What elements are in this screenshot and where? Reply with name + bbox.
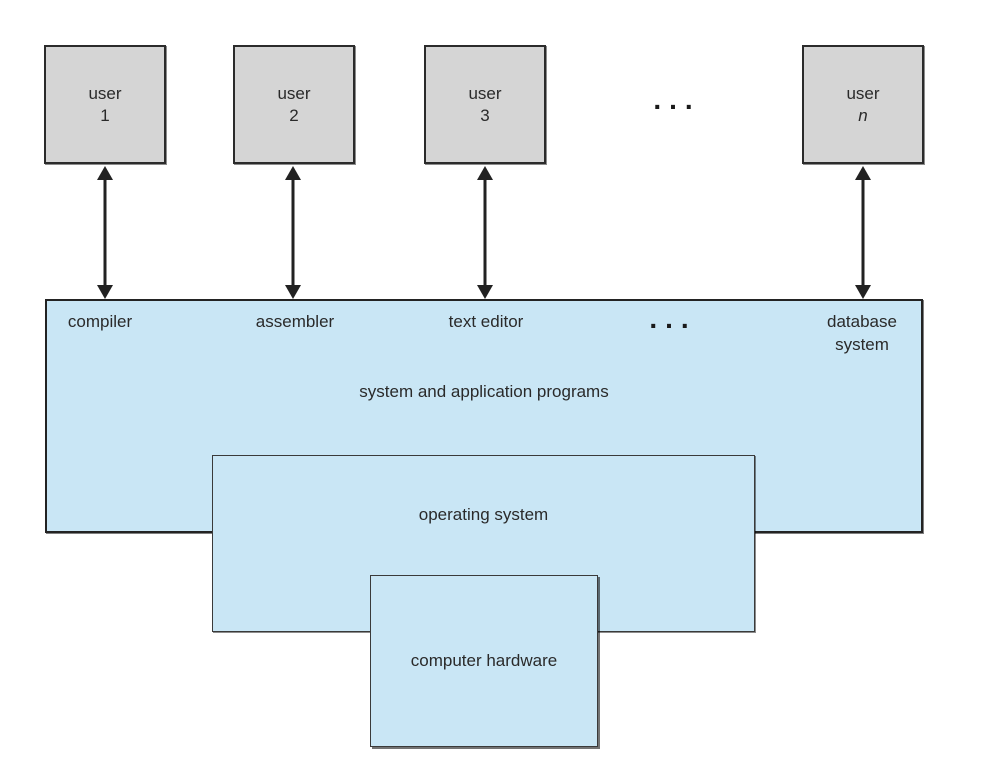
arrow-down-icon	[855, 285, 871, 299]
user-2-number: 2	[289, 105, 299, 125]
computer-hardware-caption: computer hardware	[410, 651, 558, 670]
arrow-up-icon	[477, 166, 493, 180]
arrow-up-icon	[855, 166, 871, 180]
database-system-label: database system	[797, 310, 927, 356]
user-1-number: 1	[100, 105, 110, 125]
arrow-shaft	[291, 175, 295, 290]
user-2-label: user	[277, 83, 311, 103]
arrow-shaft	[483, 175, 487, 290]
user-1-label: user	[88, 83, 122, 103]
users-ellipsis: ...	[653, 84, 701, 115]
user-2-bidirectional-arrow	[284, 166, 302, 299]
database-line1: database	[827, 312, 897, 331]
arrow-up-icon	[285, 166, 301, 180]
compiler-label: compiler	[67, 312, 133, 331]
user-n-bidirectional-arrow	[854, 166, 872, 299]
programs-ellipsis: ...	[649, 303, 697, 334]
user-n-box: user n	[802, 45, 924, 164]
arrow-down-icon	[285, 285, 301, 299]
user-2-box: user 2	[233, 45, 355, 164]
user-1-bidirectional-arrow	[96, 166, 114, 299]
user-3-box: user 3	[424, 45, 546, 164]
operating-system-caption: operating system	[418, 505, 549, 524]
user-n-number: n	[858, 105, 868, 125]
arrow-down-icon	[97, 285, 113, 299]
user-n-label: user	[846, 83, 880, 103]
user-3-number: 3	[480, 105, 490, 125]
programs-layer-caption: system and application programs	[359, 382, 609, 401]
computer-hardware-layer: computer hardware	[370, 575, 598, 747]
arrow-up-icon	[97, 166, 113, 180]
assembler-label: assembler	[255, 312, 335, 331]
user-3-bidirectional-arrow	[476, 166, 494, 299]
user-1-box: user 1	[44, 45, 166, 164]
user-3-label: user	[468, 83, 502, 103]
arrow-shaft	[861, 175, 865, 290]
arrow-down-icon	[477, 285, 493, 299]
database-line2: system	[835, 335, 889, 354]
text-editor-label: text editor	[448, 312, 524, 331]
arrow-shaft	[103, 175, 107, 290]
